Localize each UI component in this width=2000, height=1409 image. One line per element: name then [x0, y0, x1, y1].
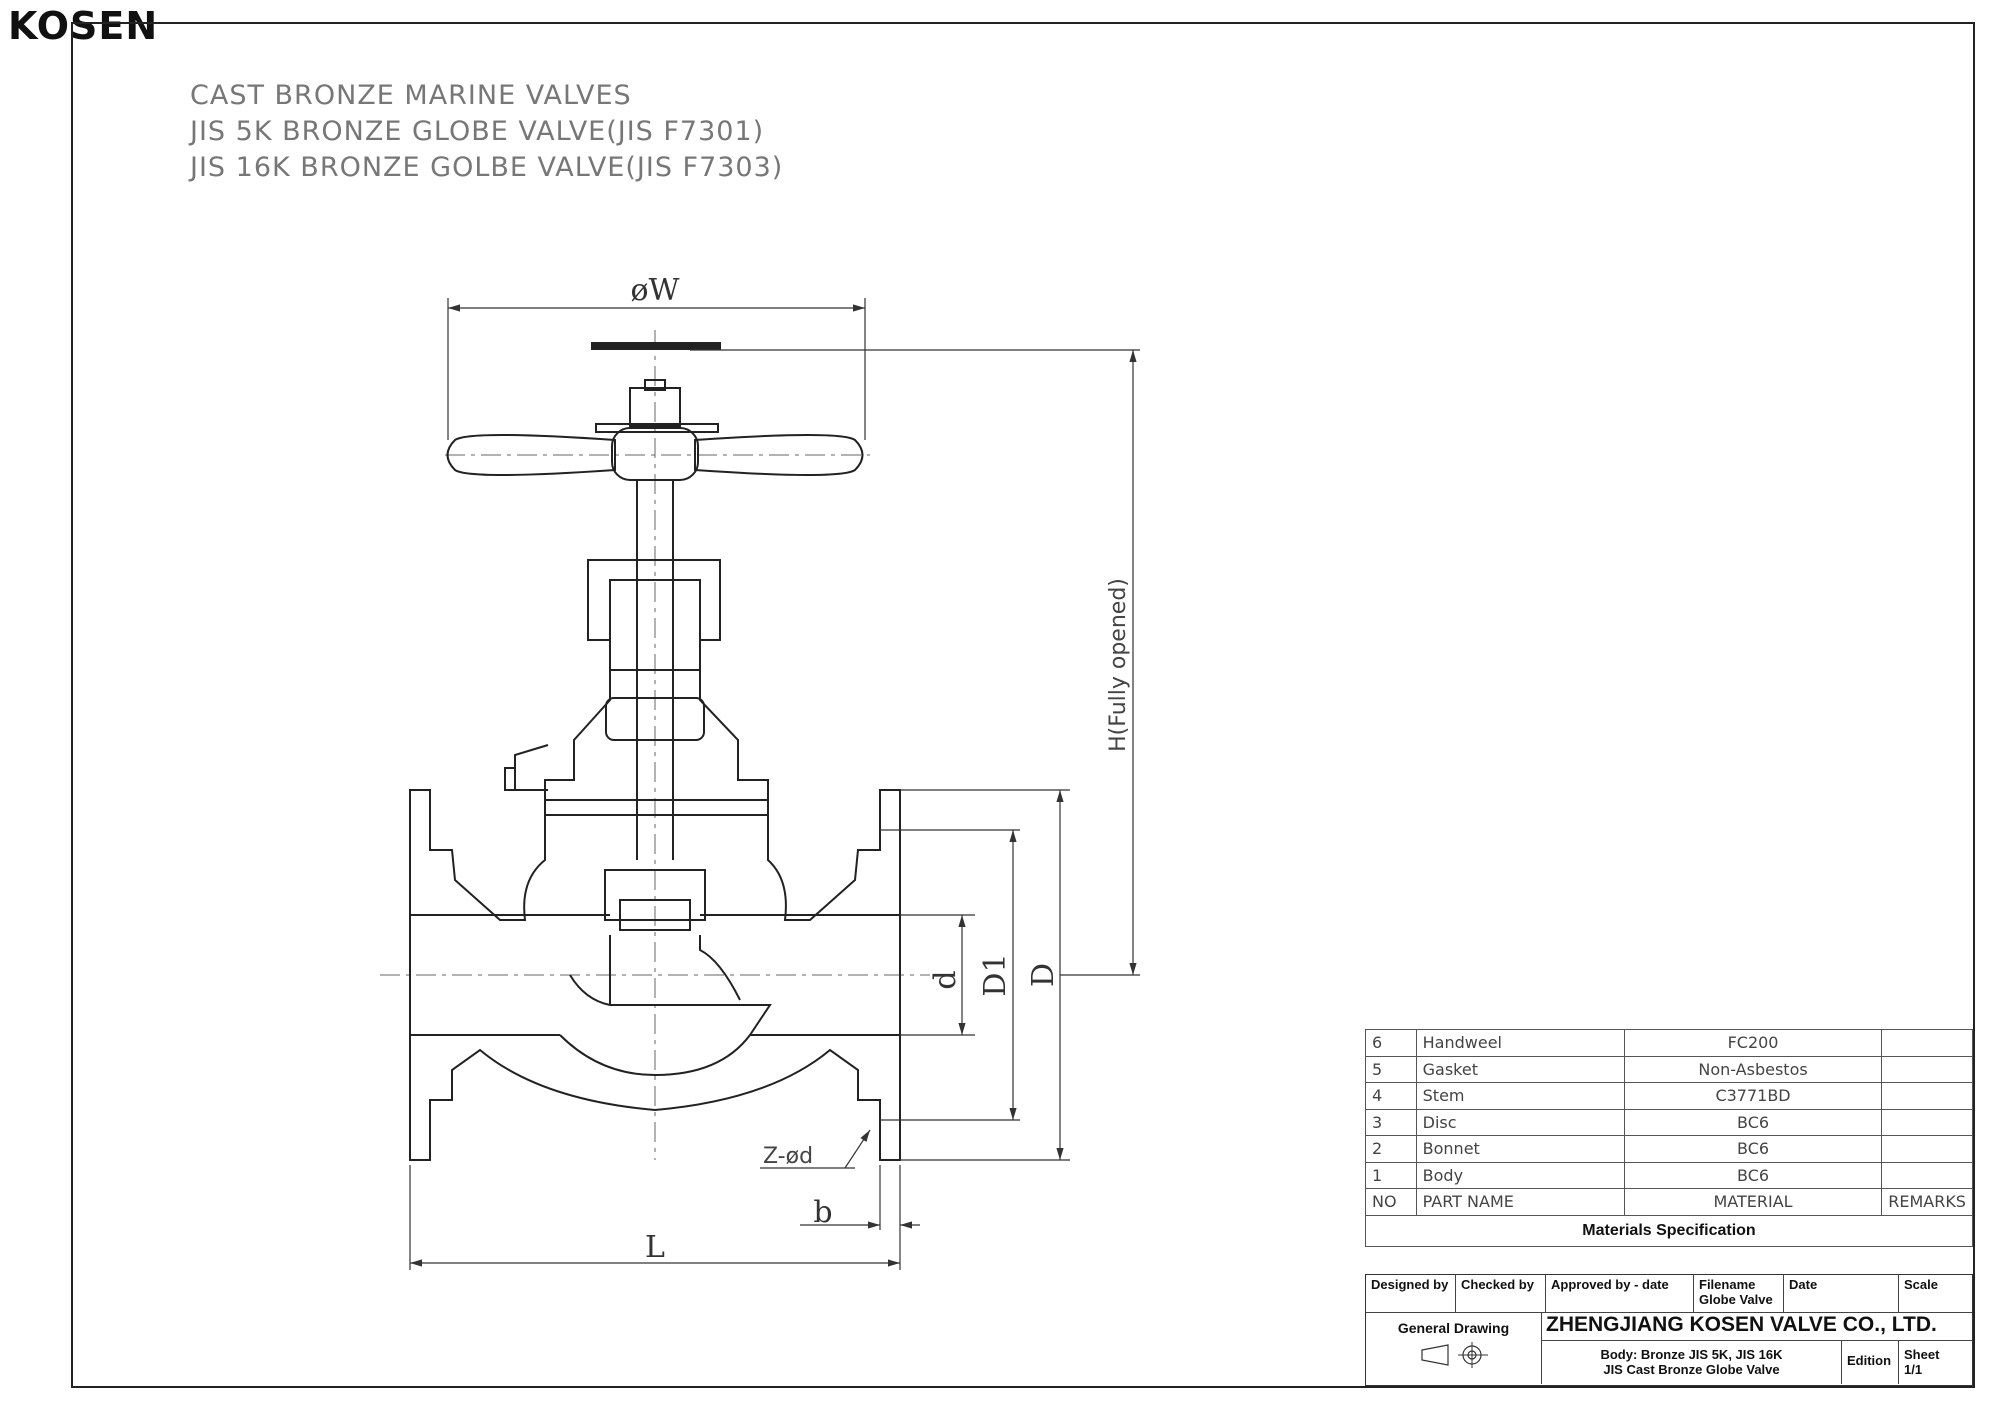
title-line-3: JIS 16K BRONZE GOLBE VALVE(JIS F7303)	[190, 152, 784, 183]
material-row-col-3	[1881, 1108, 1973, 1136]
designed-by-cell: Designed by	[1366, 1275, 1456, 1313]
material-row-col-2: C3771BD	[1623, 1082, 1883, 1110]
title-line-1: CAST BRONZE MARINE VALVES	[190, 80, 632, 111]
material-row-col-3	[1881, 1135, 1973, 1163]
handwheel-hub	[611, 427, 699, 481]
material-row-col-3	[1881, 1161, 1973, 1189]
material-row-col-3	[1881, 1029, 1973, 1057]
material-row-col-1: Gasket	[1415, 1055, 1625, 1083]
material-row-col-0: 1	[1365, 1161, 1417, 1189]
sheet-value: 1/1	[1904, 1362, 1923, 1377]
sheet-cell: Sheet 1/1	[1899, 1341, 1972, 1384]
material-row-col-0: 5	[1365, 1055, 1417, 1083]
disc	[604, 869, 706, 921]
title-block: Designed by Checked by Approved by - dat…	[1365, 1274, 1973, 1386]
handwheel-left-spoke	[446, 434, 616, 476]
checked-by-cell: Checked by	[1456, 1275, 1546, 1313]
material-row-col-1: Stem	[1415, 1082, 1625, 1110]
material-row-col-3	[1881, 1055, 1973, 1083]
packing-gland	[609, 579, 701, 671]
date-cell: Date	[1784, 1275, 1899, 1313]
material-row-col-2: Non-Asbestos	[1623, 1055, 1883, 1083]
material-row-col-1: Bonnet	[1415, 1135, 1625, 1163]
materials-caption-row: Materials Specification	[1365, 1214, 1973, 1247]
material-row-col-2: BC6	[1623, 1161, 1883, 1189]
valve-body-outline	[409, 789, 901, 1161]
material-row-col-2: FC200	[1623, 1029, 1883, 1057]
scale-cell: Scale	[1899, 1275, 1972, 1313]
dim-D1-label: D1	[978, 953, 1013, 996]
dim-h-label: H(Fully opened)	[1106, 578, 1131, 752]
material-row-col-1: Handweel	[1415, 1029, 1625, 1057]
kosen-logo: KOSEN	[8, 4, 159, 48]
material-header-row-col-0: NO	[1365, 1188, 1417, 1216]
description-line-2: JIS Cast Bronze Globe Valve	[1603, 1362, 1780, 1377]
stem-nut	[629, 387, 681, 427]
filename-label: Filename	[1699, 1277, 1756, 1292]
edition-cell: Edition	[1842, 1341, 1899, 1384]
material-row-col-3	[1881, 1082, 1973, 1110]
material-row-col-1: Body	[1415, 1161, 1625, 1189]
description-cell: Body: Bronze JIS 5K, JIS 16K JIS Cast Br…	[1542, 1341, 1842, 1384]
dim-D-label: D	[1026, 963, 1061, 987]
general-drawing-cell: General Drawing	[1366, 1313, 1542, 1384]
sheet-label: Sheet	[1904, 1347, 1940, 1362]
body-passage	[559, 974, 772, 1077]
filename-cell: Filename Globe Valve	[1694, 1275, 1784, 1313]
drawing-frame	[71, 22, 1975, 1388]
dim-d-label: d	[928, 970, 963, 989]
title-line-2: JIS 5K BRONZE GLOBE VALVE(JIS F7301)	[190, 116, 765, 147]
handwheel-top	[591, 342, 721, 350]
approved-by-cell: Approved by - date	[1546, 1275, 1694, 1313]
projection-symbol-icon	[1420, 1342, 1488, 1368]
material-row-col-0: 3	[1365, 1108, 1417, 1136]
drawing-type: General Drawing	[1397, 1320, 1510, 1336]
drawing-titles: CAST BRONZE MARINE VALVES JIS 5K BRONZE …	[190, 78, 783, 186]
material-row-col-0: 4	[1365, 1082, 1417, 1110]
description-line-1: Body: Bronze JIS 5K, JIS 16K	[1600, 1347, 1783, 1362]
material-header-row-col-3: REMARKS	[1881, 1188, 1973, 1216]
material-row-col-0: 6	[1365, 1029, 1417, 1057]
materials-caption: Materials Specification	[1365, 1214, 1973, 1247]
filename-value: Globe Valve	[1699, 1292, 1773, 1307]
material-header-row-col-1: PART NAME	[1415, 1188, 1625, 1216]
material-header-row-col-2: MATERIAL	[1623, 1188, 1883, 1216]
dim-b-label: b	[813, 1195, 832, 1230]
material-row-col-2: BC6	[1623, 1108, 1883, 1136]
company-name: ZHENGJIANG KOSEN VALVE CO., LTD.	[1542, 1313, 1972, 1341]
bonnet	[544, 559, 769, 801]
material-row-col-1: Disc	[1415, 1108, 1625, 1136]
handwheel-right-spoke	[694, 434, 864, 476]
dim-L-label: L	[645, 1230, 665, 1265]
material-row-col-0: 2	[1365, 1135, 1417, 1163]
dim-w-label: øW	[631, 273, 680, 308]
dim-bolt-holes-label: Z-ød	[763, 1144, 813, 1169]
material-row-col-2: BC6	[1623, 1135, 1883, 1163]
